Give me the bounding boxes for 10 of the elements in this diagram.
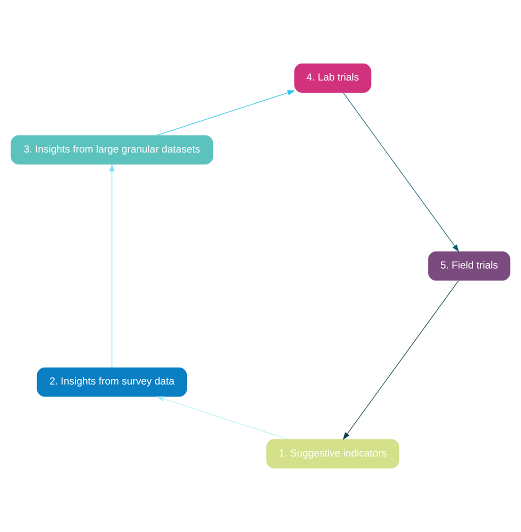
node-box: 1. Suggestive indicators xyxy=(266,439,400,468)
node-box: 3. Insights from large granular datasets xyxy=(10,135,214,165)
node-box: 5. Field trials xyxy=(428,251,510,281)
arrow xyxy=(342,280,459,440)
node-box: 2. Insights from survey data xyxy=(36,367,188,397)
arrow xyxy=(109,164,115,368)
node-box: 4. Lab trials xyxy=(294,64,372,93)
arrow xyxy=(156,396,288,440)
arrow xyxy=(343,92,460,252)
arrow xyxy=(156,90,296,136)
